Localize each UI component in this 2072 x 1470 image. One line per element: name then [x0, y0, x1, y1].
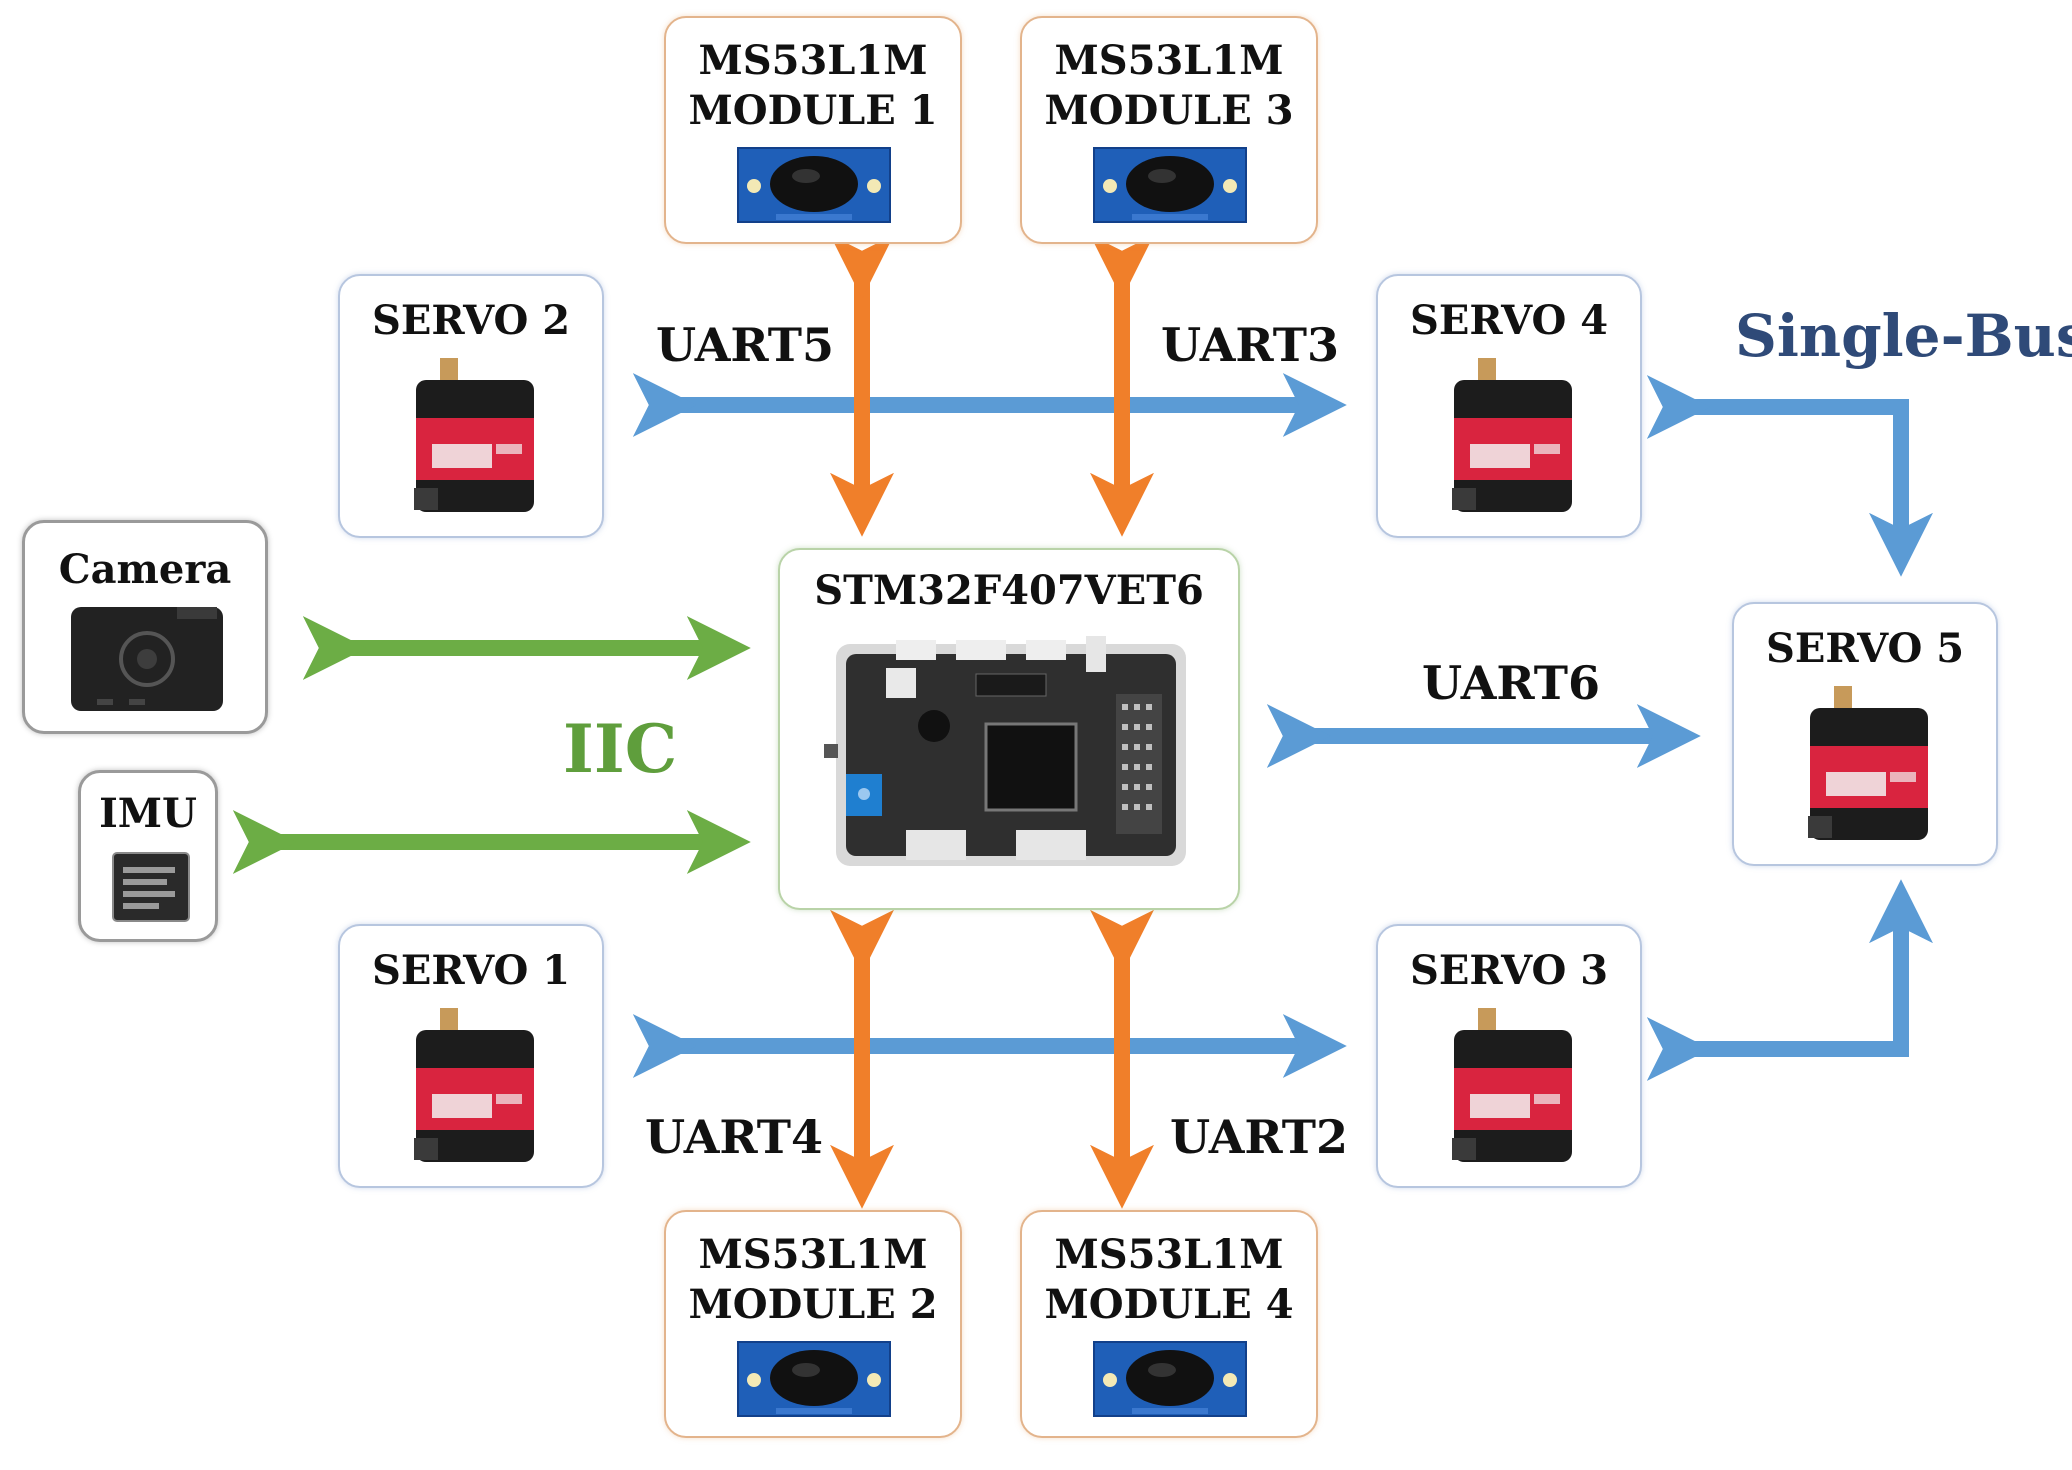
tof-sensor-board-icon: [1093, 147, 1247, 223]
module-4-title: MS53L1M MODULE 4: [1022, 1230, 1316, 1330]
servo-3-box: SERVO 3: [1376, 924, 1642, 1188]
module-1-title-line1: MS53L1M: [698, 37, 928, 84]
label-uart4: UART4: [645, 1110, 824, 1164]
servo-4-box: SERVO 4: [1376, 274, 1642, 538]
servo-motor-icon: [1808, 686, 1928, 840]
servo-1-title: SERVO 1: [371, 947, 571, 994]
imu-title: IMU: [99, 790, 197, 837]
arrow-single-bus-bottom: [1646, 879, 1933, 1081]
servo-4-title: SERVO 4: [1409, 297, 1609, 344]
camera-box: Camera: [22, 520, 268, 734]
module-1-title: MS53L1M MODULE 1: [666, 36, 960, 136]
tof-sensor-board-icon: [737, 1341, 891, 1417]
servo-motor-icon: [414, 358, 534, 512]
module-1-title-line2: MODULE 1: [688, 87, 938, 134]
module-4-box: MS53L1M MODULE 4: [1020, 1210, 1318, 1438]
camera-module-icon: [71, 607, 223, 711]
module-3-title-line2: MODULE 3: [1044, 87, 1294, 134]
servo-2-title: SERVO 2: [371, 297, 571, 344]
servo-5-title: SERVO 5: [1765, 625, 1965, 672]
module-4-title-line1: MS53L1M: [1054, 1231, 1284, 1278]
servo-motor-icon: [1452, 358, 1572, 512]
servo-2-box: SERVO 2: [338, 274, 604, 538]
servo-5-box: SERVO 5: [1732, 602, 1998, 866]
servo-motor-icon: [414, 1008, 534, 1162]
servo-3-title: SERVO 3: [1409, 947, 1609, 994]
module-3-title: MS53L1M MODULE 3: [1022, 36, 1316, 136]
module-3-box: MS53L1M MODULE 3: [1020, 16, 1318, 244]
module-2-title: MS53L1M MODULE 2: [666, 1230, 960, 1330]
module-1-box: MS53L1M MODULE 1: [664, 16, 962, 244]
servo-motor-icon: [1452, 1008, 1572, 1162]
imu-chip-icon: [112, 852, 190, 922]
servo-1-box: SERVO 1: [338, 924, 604, 1188]
module-3-title-line1: MS53L1M: [1054, 37, 1284, 84]
controller-board-icon: [824, 636, 1186, 866]
tof-sensor-board-icon: [1093, 1341, 1247, 1417]
arrow-single-bus-top: [1646, 375, 1933, 577]
label-uart5: UART5: [656, 318, 835, 372]
camera-title: Camera: [58, 546, 232, 593]
label-uart6: UART6: [1422, 656, 1601, 710]
imu-box: IMU: [78, 770, 218, 942]
label-uart2: UART2: [1170, 1110, 1349, 1164]
module-2-title-line2: MODULE 2: [688, 1281, 938, 1328]
module-2-box: MS53L1M MODULE 2: [664, 1210, 962, 1438]
mcu-title: STM32F407VET6: [814, 567, 1204, 614]
label-single-bus: Single-Bus: [1735, 302, 2072, 370]
module-4-title-line2: MODULE 4: [1044, 1281, 1294, 1328]
label-iic: IIC: [563, 710, 678, 788]
module-2-title-line1: MS53L1M: [698, 1231, 928, 1278]
label-uart3: UART3: [1161, 318, 1340, 372]
mcu-box: STM32F407VET6: [778, 548, 1240, 910]
tof-sensor-board-icon: [737, 147, 891, 223]
